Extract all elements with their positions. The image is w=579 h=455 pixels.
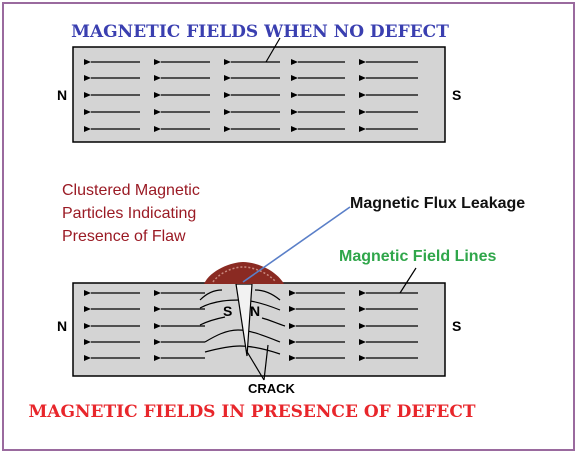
top-magnet-bar [72,37,446,143]
bottom-magnet-bar [72,282,446,377]
leakage-loop-right [254,289,281,301]
top-pole-right: S [452,87,461,103]
bottom-bar-body [72,282,446,377]
bottom-pole-left: N [57,318,67,334]
bottom-title: MAGNETIC FIELDS IN PRESENCE OF DEFECT [28,402,475,422]
leakage-loop-left [199,289,223,301]
crack-pointer-right [263,344,269,381]
bend-line-3 [261,317,286,327]
top-field-arrows [84,59,418,132]
diagram-frame [2,2,575,451]
bend-line-2 [199,316,226,326]
inner-pole-n: N [250,303,260,319]
flux-leakage-label: Magnetic Flux Leakage [350,195,525,212]
crack-pointer-left [245,349,265,381]
field-lines-label: Magnetic Field Lines [339,248,496,265]
bottom-pole-right: S [452,318,461,334]
bottom-field-arrows [84,290,418,361]
top-title: MAGNETIC FIELDS WHEN NO DEFECT [71,22,449,42]
top-pole-left: N [57,87,67,103]
crack-label: CRACK [248,381,296,396]
flux-leakage-pointer [242,206,351,283]
field-lines-pointer [399,267,417,294]
inner-pole-s: S [223,303,232,319]
top-field-pointer [265,37,281,63]
clustered-label-line3: Presence of Flaw [62,228,186,245]
clustered-label-line2: Particles Indicating [62,205,196,222]
bend-line-4 [204,329,281,343]
clustered-label-line1: Clustered Magnetic [62,182,200,199]
particle-highlight [212,266,277,283]
